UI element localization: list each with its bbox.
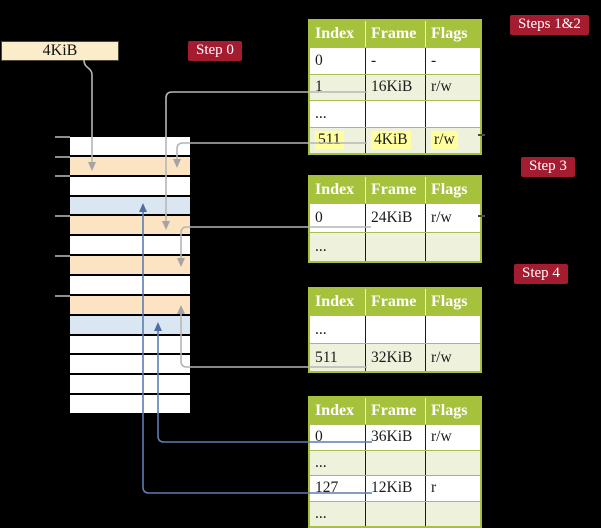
- cell-frame: -: [366, 48, 426, 74]
- cell-flags: r/w: [431, 78, 452, 96]
- column-header: Flags: [431, 181, 468, 198]
- cell-index: 0: [310, 204, 366, 232]
- table-row-highlighted: 511 4KiB r/w: [310, 126, 480, 154]
- memory-frame-row: [70, 256, 190, 277]
- table-row: 0 - -: [310, 47, 480, 74]
- memory-frame-row: [70, 295, 190, 316]
- column-header: Flags: [431, 402, 468, 419]
- step-4-badge: Step 4: [514, 264, 568, 284]
- cell-index: 511: [310, 127, 366, 153]
- cell-flags: r/w: [431, 348, 452, 366]
- cell-index: ...: [310, 501, 366, 526]
- column-header: Index: [310, 177, 366, 203]
- cell-frame: [366, 501, 426, 526]
- cell-flags: r/w: [431, 209, 452, 226]
- cell-index: 1: [310, 74, 366, 100]
- page-table-level2: Index Frame Flags 0 24KiB r/w ...: [308, 175, 482, 263]
- cell-frame: 16KiB: [366, 74, 426, 100]
- cell-index: ...: [310, 101, 366, 127]
- cell-flags: [426, 451, 480, 476]
- table-row: 0 24KiB r/w: [310, 203, 480, 232]
- cell-flags: r/w: [426, 128, 480, 154]
- step-0-badge: Step 0: [188, 41, 242, 61]
- cell-flags: [426, 101, 480, 127]
- cell-index: ...: [310, 233, 366, 261]
- cell-flags: [426, 502, 480, 527]
- memory-frame-row: [70, 395, 190, 414]
- memory-frame-row: [70, 335, 190, 356]
- address-tick: [55, 136, 70, 138]
- table-row: ...: [310, 232, 480, 261]
- memory-frame-row: [70, 276, 190, 296]
- cell-index: 511: [310, 344, 366, 371]
- cell-frame: 24KiB: [366, 204, 426, 232]
- cell-index: ...: [310, 316, 366, 343]
- column-header: Flags: [431, 25, 468, 42]
- table-row: 0 36KiB r/w: [310, 424, 480, 450]
- cell-frame: 32KiB: [366, 344, 426, 371]
- memory-frame-row: [70, 375, 190, 396]
- table-header: Index Frame Flags: [310, 21, 480, 47]
- column-header: Frame: [366, 177, 426, 203]
- cell-flags: r: [431, 479, 437, 497]
- steps-1-2-badge: Steps 1&2: [510, 15, 589, 35]
- address-tick: [55, 156, 70, 158]
- table-header: Index Frame Flags: [310, 398, 480, 424]
- column-header: Frame: [366, 289, 426, 315]
- memory-frame-row: [70, 315, 190, 336]
- step-3-badge: Step 3: [521, 157, 575, 177]
- table-row: 1 16KiB r/w: [310, 73, 480, 100]
- cell-index: 0: [310, 425, 366, 450]
- cell-frame: [366, 450, 426, 475]
- table-row: 127 12KiB r: [310, 475, 480, 501]
- table-row: ...: [310, 500, 480, 527]
- highlight: 4KiB: [371, 131, 411, 150]
- column-header: Index: [310, 21, 366, 47]
- page-table-root: Index Frame Flags 0 - - 1 16KiB r/w ... …: [308, 19, 482, 155]
- column-header: Frame: [366, 398, 426, 424]
- cell-flags: [426, 233, 480, 261]
- table-row: ...: [310, 449, 480, 476]
- memory-frame-row: [70, 137, 190, 157]
- memory-frame-row: [70, 355, 190, 376]
- cell-frame: [366, 316, 426, 343]
- memory-frame-row: [70, 236, 190, 257]
- table-row: 511 32KiB r/w: [310, 343, 480, 371]
- table-row: ...: [310, 315, 480, 343]
- page-table-leaf: Index Frame Flags 0 36KiB r/w ... 127 12…: [308, 396, 482, 528]
- cell-index: 0: [310, 48, 366, 74]
- cell-frame: 36KiB: [366, 425, 426, 450]
- column-header: Index: [310, 289, 366, 315]
- memory-frame-row: [70, 176, 190, 197]
- highlight: 511: [315, 131, 344, 150]
- highlight: r/w: [431, 131, 458, 150]
- cell-frame: 4KiB: [366, 127, 426, 153]
- cell-index: 127: [310, 476, 366, 501]
- root-pointer-label: 4KiB: [42, 42, 78, 59]
- column-header: Flags: [431, 293, 468, 310]
- memory-frame-row: [70, 156, 190, 177]
- cell-flags: -: [431, 51, 437, 69]
- table-header: Index Frame Flags: [310, 289, 480, 315]
- memory-frame-row: [70, 196, 190, 217]
- cell-frame: [366, 233, 426, 261]
- memory-column: [70, 137, 190, 414]
- cell-flags: [426, 316, 480, 343]
- cell-frame: [366, 101, 426, 127]
- table-row: ...: [310, 100, 480, 127]
- cell-flags: r/w: [431, 428, 452, 446]
- table-header: Index Frame Flags: [310, 177, 480, 203]
- page-table-level3: Index Frame Flags ... 511 32KiB r/w: [308, 287, 482, 373]
- root-pointer-box: 4KiB: [1, 41, 119, 61]
- memory-frame-row: [70, 216, 190, 237]
- column-header: Index: [310, 398, 366, 424]
- address-tick: [55, 255, 70, 257]
- cell-frame: 12KiB: [366, 476, 426, 501]
- column-header: Frame: [366, 21, 426, 47]
- address-tick: [55, 215, 70, 217]
- address-tick: [55, 175, 70, 177]
- cell-index: ...: [310, 450, 366, 475]
- address-tick: [55, 295, 70, 297]
